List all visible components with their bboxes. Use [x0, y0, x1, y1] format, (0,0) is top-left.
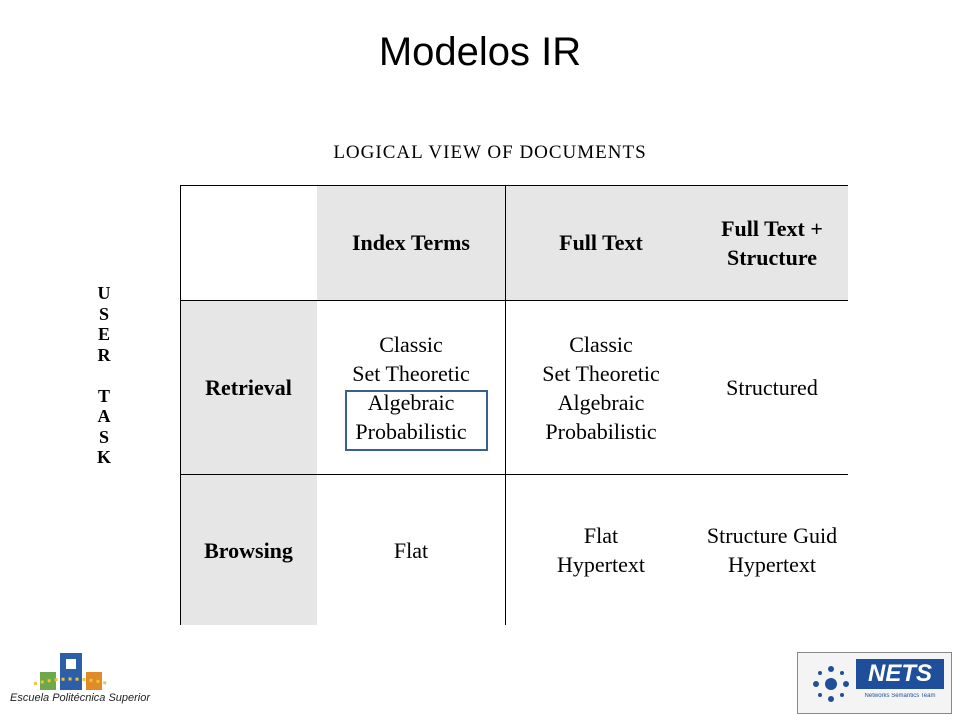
cell-line: Set Theoretic: [352, 360, 470, 386]
eps-logo-graphic: [33, 653, 111, 690]
label-column-bg: [180, 300, 317, 625]
row-label-browsing: Browsing: [180, 475, 317, 625]
cell-line: Structured: [726, 375, 818, 400]
table-subtitle: LOGICAL VIEW OF DOCUMENTS: [333, 142, 647, 163]
side-letter: K: [96, 447, 111, 467]
ir-models-table: Index Terms Full Text Full Text + Struct…: [180, 185, 848, 625]
network-icon: [813, 666, 849, 702]
row-label: Browsing: [204, 537, 293, 563]
header-label: Structure: [726, 244, 818, 270]
side-letter: S: [98, 426, 109, 447]
retrieval-full-text-cell: Classic Set Theoretic Algebraic Probabil…: [506, 301, 696, 474]
cell-line: Probabilistic: [355, 418, 467, 444]
row-label: Retrieval: [205, 375, 292, 400]
cell-line: Hypertext: [728, 552, 816, 577]
cell-line: Structure Guid: [706, 523, 838, 548]
algebraic-probabilistic-highlight-box: [345, 390, 488, 451]
header-row-bg: [317, 185, 848, 300]
browsing-full-text-cell: Flat Hypertext: [506, 475, 696, 625]
side-letter: R: [97, 344, 111, 365]
column-divider: [505, 185, 506, 625]
eps-logo-caption: Escuela Politécnica Superior: [10, 692, 151, 704]
row-divider: [180, 300, 848, 301]
side-letter: [94, 365, 114, 386]
user-task-vertical-label: U S E R T A S K: [94, 283, 114, 468]
cell-line: Classic: [379, 331, 443, 357]
header-full-text-structure: Full Text + Structure: [696, 185, 848, 300]
cell-line: Classic: [569, 331, 633, 357]
cell-line: Algebraic: [367, 389, 455, 415]
slide-title: Modelos IR: [378, 30, 582, 74]
retrieval-structure-cell: Structured: [696, 301, 848, 474]
cell-line: Flat: [393, 537, 429, 563]
browsing-structure-cell: Structure Guid Hypertext: [696, 475, 848, 625]
side-letter: E: [97, 324, 110, 344]
table-left-border: [180, 185, 181, 625]
header-full-text: Full Text: [506, 185, 696, 300]
nets-logo-text: NETS: [856, 659, 944, 689]
row-label-retrieval: Retrieval: [180, 301, 317, 474]
cell-line: Flat: [583, 523, 619, 548]
cell-line: Algebraic: [557, 389, 645, 415]
eps-logo: Escuela Politécnica Superior: [10, 650, 150, 716]
side-letter: T: [97, 385, 110, 406]
header-index-terms: Index Terms: [317, 185, 505, 300]
browsing-index-terms-cell: Flat: [317, 475, 505, 625]
side-letter: U: [97, 283, 111, 303]
header-label: Index Terms: [352, 230, 470, 255]
cell-line: Hypertext: [557, 552, 645, 577]
table-top-border: [180, 185, 848, 186]
side-letter: A: [97, 406, 111, 426]
side-letter: S: [98, 303, 109, 324]
cell-line: Set Theoretic: [542, 360, 660, 386]
header-label: Full Text: [559, 230, 643, 255]
retrieval-index-terms-cell: Classic Set Theoretic Algebraic Probabil…: [317, 301, 505, 474]
row-divider: [180, 474, 848, 475]
nets-logo-subtext: Networks Semantics Team: [864, 693, 936, 699]
nets-logo: NETS Networks Semantics Team: [797, 652, 952, 714]
header-label: Full Text +: [721, 215, 823, 241]
cell-line: Probabilistic: [545, 418, 657, 444]
